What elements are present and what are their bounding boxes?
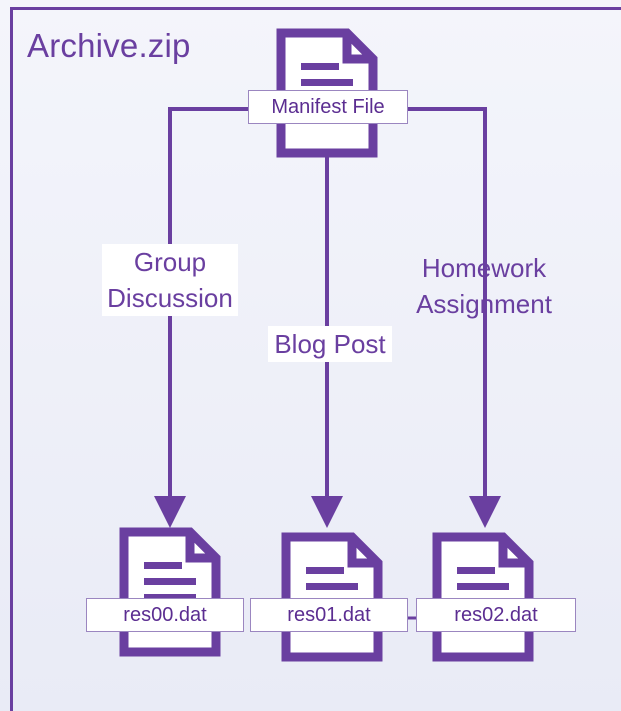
edge-label-line: Discussion [107, 283, 233, 313]
edge-label-line: Homework [421, 253, 547, 283]
file-label-res02: res02.dat [416, 598, 576, 632]
file-label-res00: res00.dat [86, 598, 244, 632]
archive-title: Archive.zip [27, 27, 191, 64]
edge-label-line: Blog Post [274, 329, 386, 359]
file-label-res01: res01.dat [250, 598, 408, 632]
edge-label-line: Group [133, 247, 207, 277]
edge-group-discussion [154, 107, 250, 528]
res02-document-icon [437, 537, 529, 657]
edge-label-line: Assignment [416, 289, 552, 319]
edge-label-homework-assignment: Homework Assignment [402, 250, 566, 322]
manifest-label: Manifest File [248, 90, 408, 124]
res01-document-icon [286, 537, 378, 657]
edge-homework-assignment [408, 107, 501, 528]
archive-frame [10, 7, 621, 711]
edge-label-group-discussion: Group Discussion [102, 244, 238, 316]
res00-document-icon [124, 532, 216, 652]
edge-label-blog-post: Blog Post [268, 326, 392, 362]
